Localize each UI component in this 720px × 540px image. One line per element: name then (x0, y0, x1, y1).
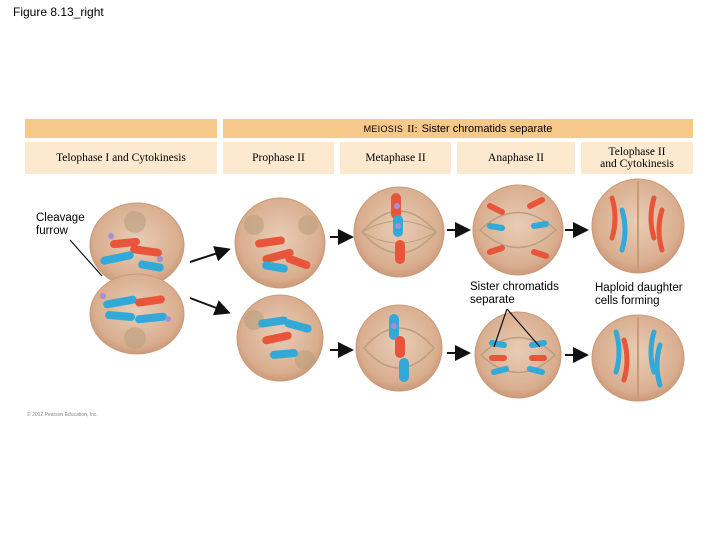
telophase-ii-cells-bottom (591, 314, 685, 402)
centrosome-icon (244, 215, 264, 235)
left-header-band (25, 119, 217, 138)
arrow-to-prophase-bottom (189, 297, 231, 316)
prophase-ii-cell-bottom (236, 294, 324, 382)
cleavage-pointer (69, 239, 103, 277)
metaphase-ii-cell-bottom (355, 304, 443, 392)
stage-anaphase-ii: Anaphase II (457, 142, 575, 174)
telophase-i-cell-bottom (89, 273, 185, 355)
centrosome-icon (124, 327, 146, 349)
centrosome-icon (124, 211, 146, 233)
banner-roman: II: (407, 122, 418, 135)
telophase-i-cell-top (89, 202, 185, 288)
sister-pointer-left (493, 308, 508, 348)
anaphase-ii-cell-bottom (474, 311, 562, 399)
haploid-line2: cells forming (595, 295, 660, 307)
stage-telophase-i: Telophase I and Cytokinesis (25, 142, 217, 174)
sister-pointer-right (506, 308, 541, 348)
stage-telophase-ii-line2: and Cytokinesis (600, 158, 674, 170)
stage-telophase-i-label: Telophase I and Cytokinesis (56, 152, 186, 164)
telophase-ii-cells-top (591, 178, 685, 274)
stage-telophase-ii: Telophase II and Cytokinesis (581, 142, 693, 174)
sister-chromatids-label: Sister chromatids separate (470, 281, 559, 307)
arrow-to-prophase-top (189, 246, 231, 263)
stage-prophase-ii-label: Prophase II (252, 152, 305, 164)
sister-line2: separate (470, 294, 515, 306)
stage-metaphase-ii: Metaphase II (340, 142, 451, 174)
centrosome-icon (298, 215, 318, 235)
cleavage-line2: furrow (36, 225, 68, 237)
figure-title: Figure 8.13_right (13, 5, 104, 19)
stage-prophase-ii: Prophase II (223, 142, 334, 174)
banner-prefix-rest: EIOSIS (371, 123, 404, 134)
copyright-credit: © 2012 Pearson Education, Inc. (27, 412, 98, 418)
cleavage-furrow-label: Cleavage furrow (36, 212, 85, 238)
sister-line1: Sister chromatids (470, 281, 559, 293)
haploid-line1: Haploid daughter (595, 282, 683, 294)
metaphase-ii-cell-top (353, 186, 445, 278)
prophase-ii-cell-top (234, 197, 326, 289)
cleavage-line1: Cleavage (36, 212, 85, 224)
stage-anaphase-ii-label: Anaphase II (488, 152, 544, 164)
centrosome-icon (295, 350, 315, 370)
stage-metaphase-ii-label: Metaphase II (365, 152, 426, 164)
anaphase-ii-cell-top (472, 184, 564, 276)
haploid-daughter-label: Haploid daughter cells forming (595, 282, 683, 308)
banner-text: Sister chromatids separate (421, 122, 553, 135)
banner-prefix-first: M (363, 123, 372, 134)
stage-telophase-ii-line1: Telophase II (608, 146, 666, 158)
